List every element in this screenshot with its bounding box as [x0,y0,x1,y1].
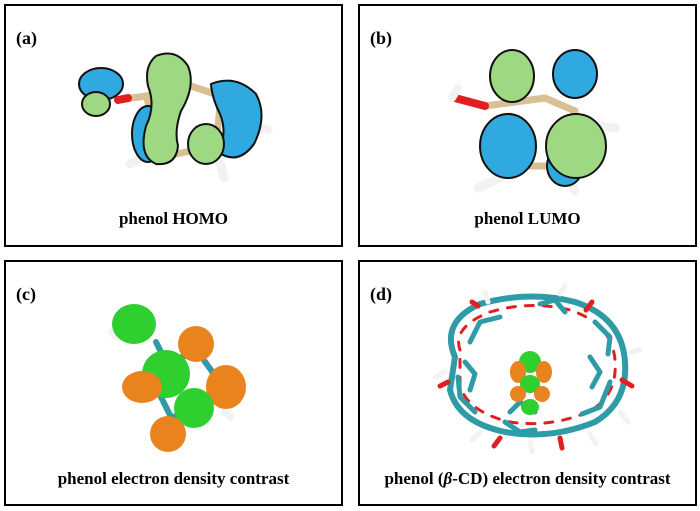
caption-beta: β [443,469,453,488]
cyclodextrin-complex-figure [432,283,643,455]
panel-caption: phenol HOMO [118,209,229,228]
panel-caption: phenol (β-CD) electron density contrast [360,469,695,489]
density-contrast-figure [107,304,246,452]
panel-label: (b) [370,28,392,48]
panel-d-density-cd: (d) phenol (β-CD) electron density contr… [358,260,697,506]
panel-label: (d) [370,284,392,304]
panel-b-lumo: (b) phenol LUMO [358,4,697,247]
lumo-orbital-figure [448,49,620,196]
homo-orbital-figure [78,52,273,183]
panel-label: (a) [16,28,37,48]
panel-caption: phenol LUMO [474,209,581,228]
panel-c-density: (c) phenol electron density contrast [4,260,343,506]
caption-post: -CD) electron density contrast [452,469,671,488]
panel-label: (c) [16,284,36,304]
panel-caption: phenol electron density contrast [57,469,290,488]
panel-a-homo: (a) phenol HOMO [4,4,343,247]
caption-pre: phenol ( [384,469,444,488]
